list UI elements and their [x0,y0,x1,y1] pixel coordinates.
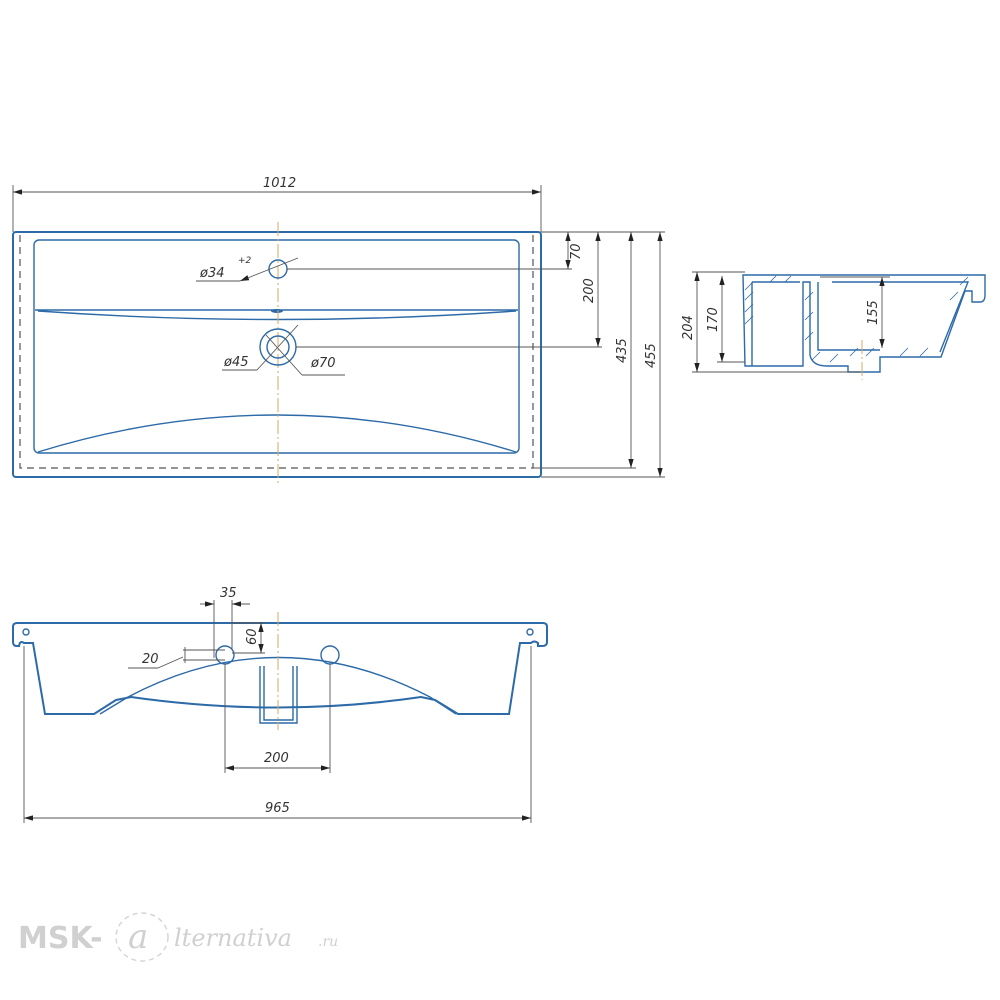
tap-hole-tolerance: +2 [238,256,252,266]
tap-hole-right [320,645,340,665]
dim-435: 435 [615,338,630,363]
section-outline [742,274,986,373]
dim-204: 204 [681,315,696,340]
dim-965: 965 [265,801,290,816]
dim-60: 60 [245,628,260,645]
overflow-slot [271,309,283,313]
drain-inner [266,335,290,359]
dim-155: 155 [866,300,881,325]
dim-455: 455 [644,343,659,368]
dim-20: 20 [142,652,159,667]
bowl-outline [33,239,520,454]
dim-drain-70: ø70 [310,356,336,371]
watermark-at-letter: a [128,917,148,957]
dim-1012: 1012 [263,176,296,191]
dim-200-spacing: 200 [264,751,289,766]
dim-35: 35 [220,586,237,601]
tap-hole-left [215,645,235,665]
watermark-tld: .ru [318,934,338,950]
dim-tap-hole: ø34 [199,266,225,281]
watermark-logo: MSK- a lternativa .ru [18,912,338,962]
dim-drain-45: ø45 [223,355,249,370]
bowl-curve [37,414,517,453]
mount-hole-left [22,628,30,636]
section-view: 204 170 155 [681,271,986,380]
dim-170: 170 [706,307,721,332]
front-view: 35 60 20 200 965 [12,586,548,823]
watermark-brand: MSK- [18,921,103,956]
front-outline [12,622,548,715]
watermark-at-icon [115,912,169,962]
hidden-edge [19,235,534,469]
mount-hole-right [526,628,534,636]
watermark-brand-rest: lternativa [174,924,292,952]
dim-70: 70 [569,243,584,260]
basin-outline [12,231,542,478]
top-view: 1012 ø34 +2 ø45 ø70 70 200 435 455 [12,176,665,483]
dim-200: 200 [582,278,597,303]
